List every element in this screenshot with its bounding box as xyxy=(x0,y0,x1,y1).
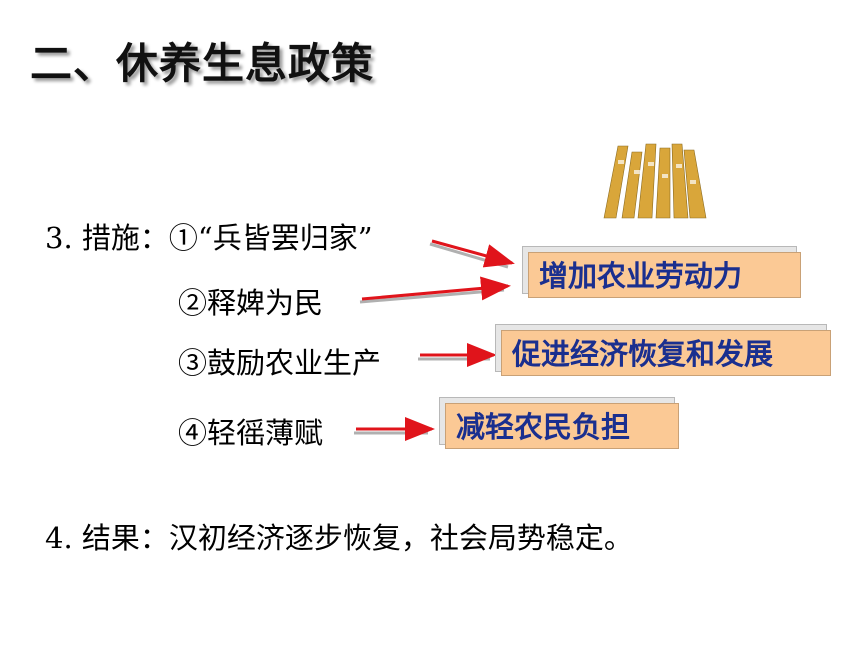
arrow-1 xyxy=(431,239,515,268)
measure-item-2: ②释婢为民 xyxy=(178,286,324,320)
arrow-2 xyxy=(361,276,511,301)
measure-item-1: ①“兵皆罢归家” xyxy=(168,221,373,255)
measure-item-4: ④轻徭薄赋 xyxy=(178,416,324,450)
measure-item-3: ③鼓励农业生产 xyxy=(178,346,382,380)
effect-box-3: 减轻农民负担 xyxy=(445,403,679,449)
measures-line-1: 3. 措施：①“兵皆罢归家” xyxy=(45,215,373,257)
measures-label: 3. 措施： xyxy=(45,221,169,255)
decorative-3d-title-graphic xyxy=(603,143,707,219)
result-line: 4. 结果：汉初经济逐步恢复，社会局势稳定。 xyxy=(45,521,633,555)
page-title: 二、休养生息政策 xyxy=(30,39,375,88)
effect-box-2: 促进经济恢复和发展 xyxy=(501,330,831,376)
effect-box-1: 增加农业劳动力 xyxy=(528,252,801,298)
